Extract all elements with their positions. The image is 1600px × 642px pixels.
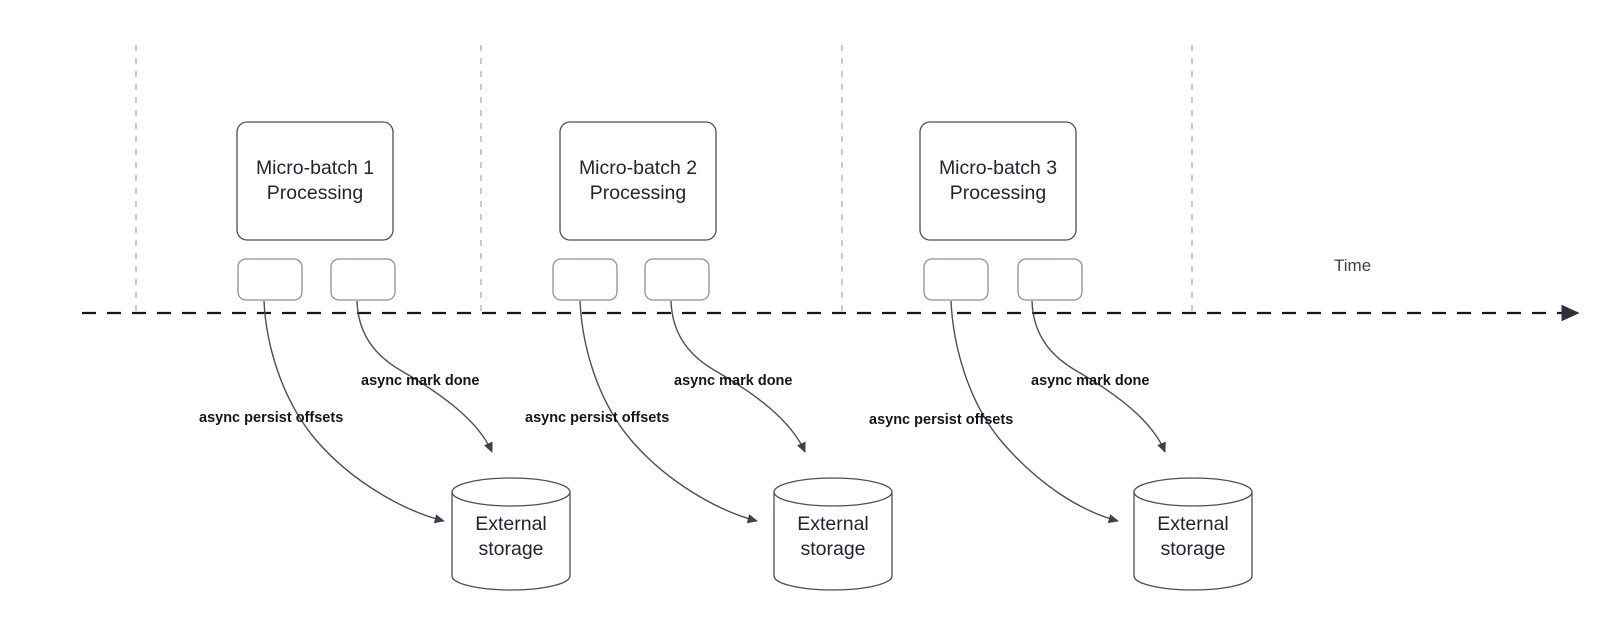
external-storage-cylinder-body[interactable] bbox=[773, 491, 893, 591]
external-storage-cylinder-top bbox=[451, 477, 571, 507]
async-persist-offsets-edge-label: async persist offsets bbox=[869, 412, 1014, 428]
async-persist-offsets-edge bbox=[263, 300, 445, 524]
async-mark-done-edge bbox=[670, 300, 806, 453]
offset-commit-box[interactable] bbox=[552, 258, 618, 301]
mark-done-box[interactable] bbox=[1017, 258, 1083, 301]
async-persist-offsets-edge bbox=[579, 300, 758, 524]
mark-done-box[interactable] bbox=[644, 258, 710, 301]
offset-commit-box[interactable] bbox=[237, 258, 303, 301]
micro-batch-box[interactable] bbox=[919, 121, 1077, 241]
time-axis-label: Time bbox=[1334, 256, 1372, 275]
micro-batch-box[interactable] bbox=[236, 121, 394, 241]
guide-lines-group bbox=[135, 45, 1193, 313]
external-storage-cylinder-body[interactable] bbox=[451, 491, 571, 591]
async-mark-done-edge-label: async mark done bbox=[674, 373, 793, 389]
async-persist-offsets-edge bbox=[950, 300, 1119, 524]
external-storage-cylinder-top bbox=[1133, 477, 1253, 507]
async-mark-done-edge bbox=[1031, 300, 1166, 453]
async-mark-done-edge-label: async mark done bbox=[1031, 373, 1150, 389]
micro-batch-box[interactable] bbox=[559, 121, 717, 241]
nodes-group bbox=[236, 121, 1253, 591]
external-storage-cylinder-body[interactable] bbox=[1133, 491, 1253, 591]
async-mark-done-edge-label: async mark done bbox=[361, 373, 480, 389]
async-persist-offsets-edge-label: async persist offsets bbox=[199, 410, 344, 426]
offset-commit-box[interactable] bbox=[923, 258, 989, 301]
async-persist-offsets-edge-label: async persist offsets bbox=[525, 410, 670, 426]
external-storage-cylinder-top bbox=[773, 477, 893, 507]
edges-group bbox=[263, 300, 1166, 524]
mark-done-box[interactable] bbox=[330, 258, 396, 301]
async-mark-done-edge bbox=[356, 300, 493, 453]
